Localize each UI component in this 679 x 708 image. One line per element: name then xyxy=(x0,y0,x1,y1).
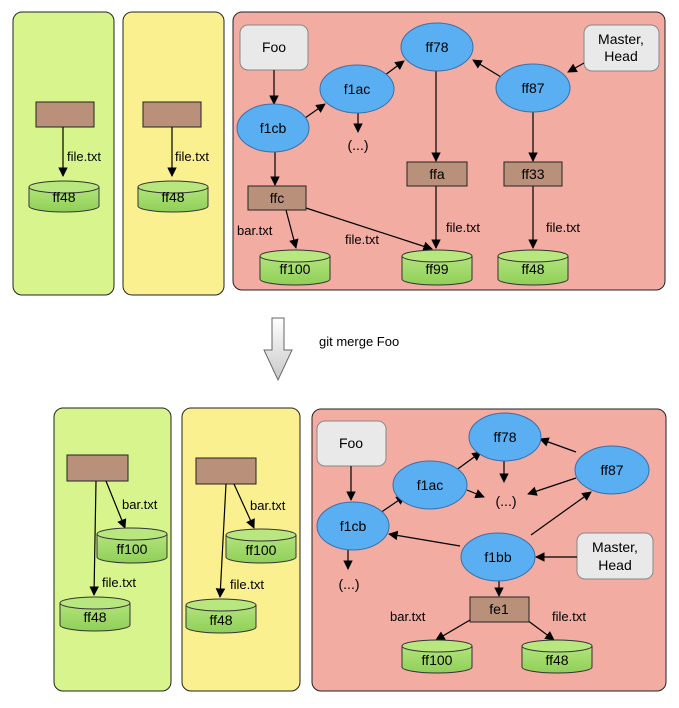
svg-text:ff48: ff48 xyxy=(161,189,184,205)
top-blob-ff48: ff48 xyxy=(497,249,569,286)
svg-text:file.txt: file.txt xyxy=(102,575,136,590)
top-staging-tree xyxy=(142,101,202,128)
top-tree-ffc xyxy=(247,185,307,211)
svg-text:ff78: ff78 xyxy=(493,429,516,445)
bottom-edge-file-label: file.txt xyxy=(552,609,586,624)
svg-text:ff100: ff100 xyxy=(422,652,453,668)
bottom-tree-fe1 xyxy=(469,596,530,623)
bottom-ref-master-head xyxy=(576,532,654,580)
top-commit-f1ac: f1ac xyxy=(319,64,395,114)
svg-text:bar.txt: bar.txt xyxy=(250,498,286,513)
svg-text:f1cb: f1cb xyxy=(340,518,367,534)
svg-text:Head: Head xyxy=(604,48,637,64)
bottom-commit-f1ac: f1ac xyxy=(392,460,468,510)
bottom-staging-tree xyxy=(195,457,257,485)
bottom-blob-ff100: ff100 xyxy=(401,639,473,674)
bottom-staging-blob-ff48: ff48 xyxy=(185,598,257,634)
svg-text:ff48: ff48 xyxy=(545,652,568,668)
svg-text:ff48: ff48 xyxy=(521,261,544,277)
svg-text:ff100: ff100 xyxy=(117,541,148,557)
svg-text:fe1: fe1 xyxy=(489,601,509,617)
bottom-commit-ff87: ff87 xyxy=(574,445,650,495)
top-working-blob: ff48 xyxy=(28,180,100,213)
bottom-ellipsis-center: (...) xyxy=(496,493,517,509)
svg-text:Foo: Foo xyxy=(339,435,363,451)
top-staging-edge-label: file.txt xyxy=(175,149,209,164)
command-label: git merge Foo xyxy=(319,334,399,349)
bottom-ellipsis-left: (...) xyxy=(339,576,360,592)
top-tree-ff33 xyxy=(503,161,563,187)
svg-text:ffa: ffa xyxy=(429,166,445,182)
top-edge-ffc-file-label: file.txt xyxy=(345,232,379,247)
top-edge-bar-label: bar.txt xyxy=(237,223,273,238)
bottom-working-blob-ff48: ff48 xyxy=(59,596,131,632)
svg-text:Foo: Foo xyxy=(262,39,286,55)
bottom-commit-ff78: ff78 xyxy=(468,412,542,462)
bottom-edge-bar-label: bar.txt xyxy=(390,609,426,624)
top-state: file.txt ff48 file.txt ff48 Foo Master, … xyxy=(12,11,666,296)
top-blob-ff99: ff99 xyxy=(401,249,473,286)
svg-text:ff100: ff100 xyxy=(246,542,277,558)
down-arrow-icon xyxy=(263,317,293,382)
bottom-commit-f1bb: f1bb xyxy=(460,532,536,582)
svg-text:Master,: Master, xyxy=(592,539,638,555)
svg-text:f1ac: f1ac xyxy=(344,81,370,97)
top-working-edge-label: file.txt xyxy=(67,149,101,164)
svg-text:Master,: Master, xyxy=(598,31,644,47)
svg-text:f1cb: f1cb xyxy=(260,120,287,136)
bottom-working-blob-ff100: ff100 xyxy=(96,527,168,564)
top-commit-ff78: ff78 xyxy=(400,22,474,72)
top-blob-ff100: ff100 xyxy=(259,249,331,286)
bottom-state: bar.txt file.txt ff100 ff48 bar.txt file… xyxy=(53,407,667,692)
bottom-commit-f1cb: f1cb xyxy=(316,501,390,551)
top-ref-master-head xyxy=(583,24,660,72)
svg-text:bar.txt: bar.txt xyxy=(122,497,158,512)
bottom-working-tree xyxy=(66,454,129,482)
svg-text:ff78: ff78 xyxy=(425,39,448,55)
top-ellipsis: (...) xyxy=(348,137,369,153)
svg-text:ff48: ff48 xyxy=(209,612,232,628)
svg-text:ff87: ff87 xyxy=(600,462,623,478)
top-tree-ffa xyxy=(406,161,468,187)
svg-text:ff48: ff48 xyxy=(52,189,75,205)
top-staging-area-panel xyxy=(122,11,225,296)
svg-text:f1ac: f1ac xyxy=(417,477,443,493)
svg-text:file.txt: file.txt xyxy=(230,577,264,592)
top-commit-f1cb: f1cb xyxy=(236,103,310,153)
top-commit-ff87: ff87 xyxy=(495,63,571,113)
svg-text:Head: Head xyxy=(598,557,631,573)
svg-text:ff48: ff48 xyxy=(83,609,106,625)
bottom-staging-blob-ff100: ff100 xyxy=(225,528,297,564)
svg-text:ff100: ff100 xyxy=(280,261,311,277)
svg-text:ff87: ff87 xyxy=(521,80,544,96)
top-edge-ff33-file-label: file.txt xyxy=(546,220,580,235)
svg-text:ff33: ff33 xyxy=(521,166,544,182)
merge-transition: git merge Foo xyxy=(263,317,399,382)
top-working-tree xyxy=(35,101,95,128)
svg-text:ff99: ff99 xyxy=(425,261,448,277)
top-edge-ffa-file-label: file.txt xyxy=(446,220,480,235)
svg-text:ffc: ffc xyxy=(270,190,285,206)
bottom-blob-ff48: ff48 xyxy=(521,639,593,674)
top-staging-blob: ff48 xyxy=(137,180,209,213)
svg-text:f1bb: f1bb xyxy=(484,549,511,565)
